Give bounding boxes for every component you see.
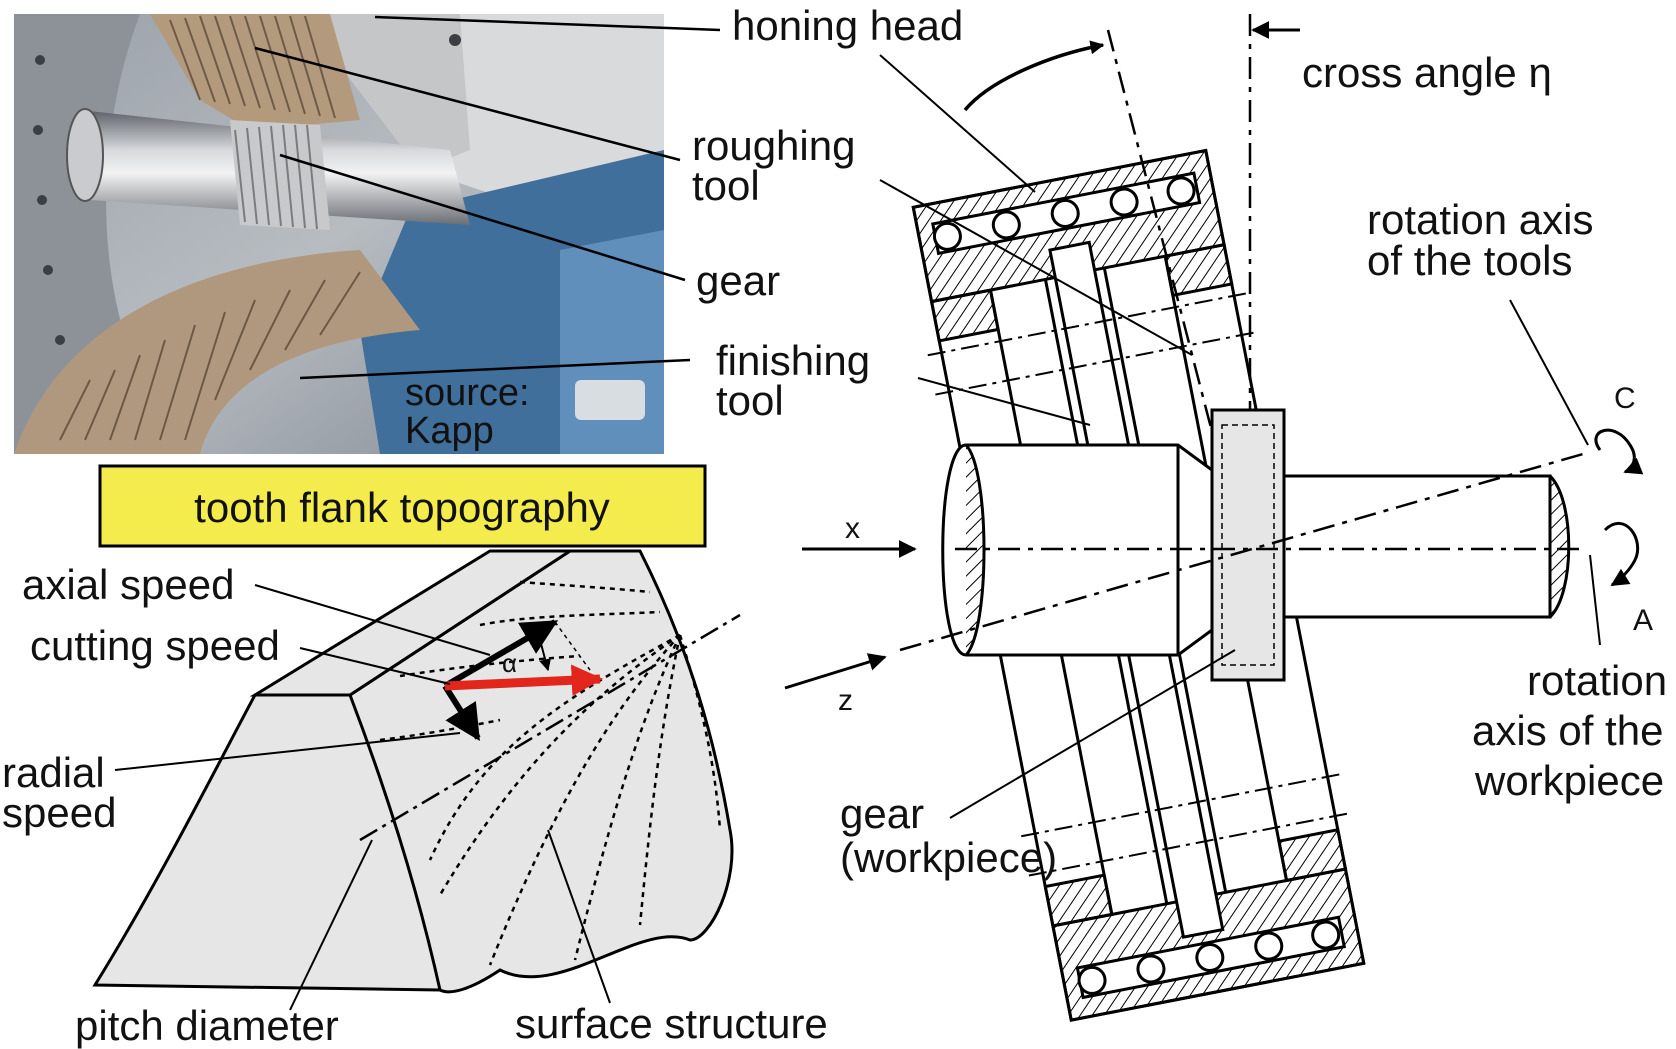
label-radial-speed-2: speed [2, 789, 116, 836]
topography-leaders [114, 584, 611, 1011]
label-axial-speed: axial speed [22, 561, 234, 608]
topography-title-box [98, 464, 707, 548]
alpha-angle-label: α [502, 648, 517, 678]
label-surface-structure: surface structure [515, 1000, 828, 1047]
label-axis-c: C [1614, 382, 1636, 415]
label-honing-head: honing head [732, 2, 963, 49]
label-finishing-tool-2: tool [716, 377, 784, 424]
label-rotation-tools-2: of the tools [1367, 237, 1572, 284]
tooth-flank-shape: α [92, 549, 741, 994]
honing-schematic [899, 14, 1591, 1022]
photo-source-line-2: Kapp [405, 410, 494, 452]
label-axis-a: A [1633, 604, 1653, 637]
label-cutting-speed: cutting speed [30, 622, 280, 669]
a-rotation-arrow [1603, 522, 1640, 587]
label-pitch-diameter: pitch diameter [75, 1002, 339, 1049]
photo-leaders [254, 15, 721, 380]
label-rotation-tools-1: rotation axis [1367, 196, 1593, 243]
topography-title: tooth flank topography [194, 484, 610, 531]
label-gear-workpiece-2: (workpiece) [840, 834, 1057, 881]
label-cross-angle: cross angle η [1302, 49, 1552, 96]
label-finishing-tool-1: finishing [716, 337, 870, 384]
label-rotation-workpiece-1: rotation [1527, 657, 1667, 704]
label-rotation-workpiece-3: workpiece [1474, 757, 1664, 804]
machine-photo [14, 14, 664, 454]
cross-angle-arc-left [963, 40, 1105, 112]
label-rotation-workpiece-2: axis of the [1472, 707, 1663, 754]
label-radial-speed-1: radial [2, 749, 105, 796]
schematic-leaders [879, 54, 1601, 819]
z-axis-arrow [784, 653, 887, 690]
label-axis-x: x [845, 512, 860, 545]
label-gear: gear [696, 257, 780, 304]
photo-source-line-1: source: [405, 372, 530, 414]
label-roughing-tool-1: roughing [692, 122, 855, 169]
c-rotation-arrow [1594, 428, 1644, 475]
label-roughing-tool-2: tool [692, 162, 760, 209]
label-gear-workpiece-1: gear [840, 790, 924, 837]
label-axis-z: z [838, 684, 853, 717]
